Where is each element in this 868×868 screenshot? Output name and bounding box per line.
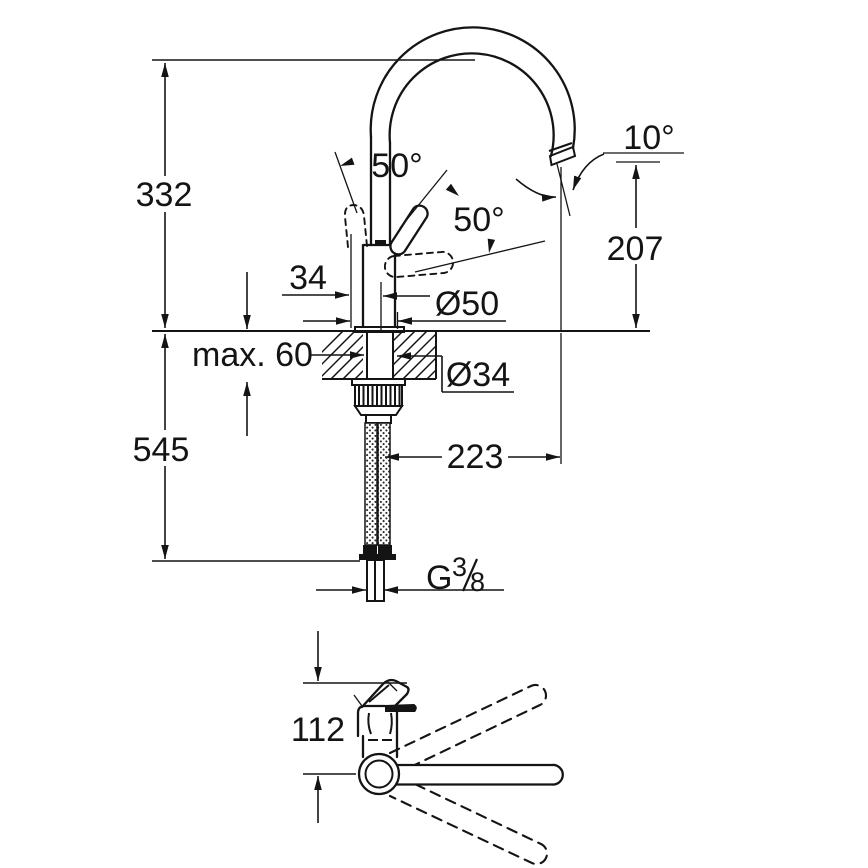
outlet-tilt-axis [556,163,571,217]
braided-hose [359,422,396,602]
dim-outlet-angle-label: 10° [623,119,674,157]
lever-top-view [353,678,417,759]
dim-hose-length-label: 545 [133,431,190,469]
swivel-base-inner [364,759,394,789]
mounting-nut [351,378,406,424]
lever-open-axis-line [399,169,448,229]
dim-thread-label: G [426,559,452,597]
lever-axis-line [334,151,358,214]
angle-arrow-icon [340,157,355,166]
top-view: 112 [291,631,564,866]
dim-thread-denominator: 8 [470,567,485,597]
hose-thread-tail [366,559,376,602]
dim-outlet-height-label: 207 [607,230,664,268]
spout-swivel-up-dashed [388,683,548,774]
dim-lever-offset-label: 34 [289,259,327,297]
dim-shank-diameter-label: Ø34 [446,356,510,394]
fraction-slash [461,558,479,592]
hose-thread-tail [374,559,385,602]
angle-arrow-icon [445,183,459,196]
lever-down-axis-line [414,240,546,273]
lever-handle [389,204,429,256]
spout-swivel-down-dashed [388,775,549,866]
dim-swivel-body-label: 112 [291,711,345,749]
dim-thread-numerator: 3 [452,552,467,582]
spout-arc [369,26,576,247]
dim-counter-thickness-label: max. 60 [192,336,313,374]
dim-overall-height-label: 332 [136,176,193,214]
lever-position-down-dashed [383,250,455,279]
front-dimensions: 332 545 207 10° 50° 50° [131,59,684,597]
dim-spout-reach-label: 223 [447,438,504,476]
cartridge-cap [375,240,386,246]
front-view: 332 545 207 10° 50° 50° [131,26,684,602]
spout-top-view [389,763,564,786]
top-dimensions: 112 [291,631,407,823]
lever-end-cap [385,704,417,712]
angle-arrow-icon [487,238,496,253]
dim-base-diameter-label: Ø50 [435,285,499,323]
dim-lever-angle-label: 50° [371,147,422,185]
spout-outlet [548,142,577,167]
dim-spout-angle-label: 50° [453,201,504,239]
